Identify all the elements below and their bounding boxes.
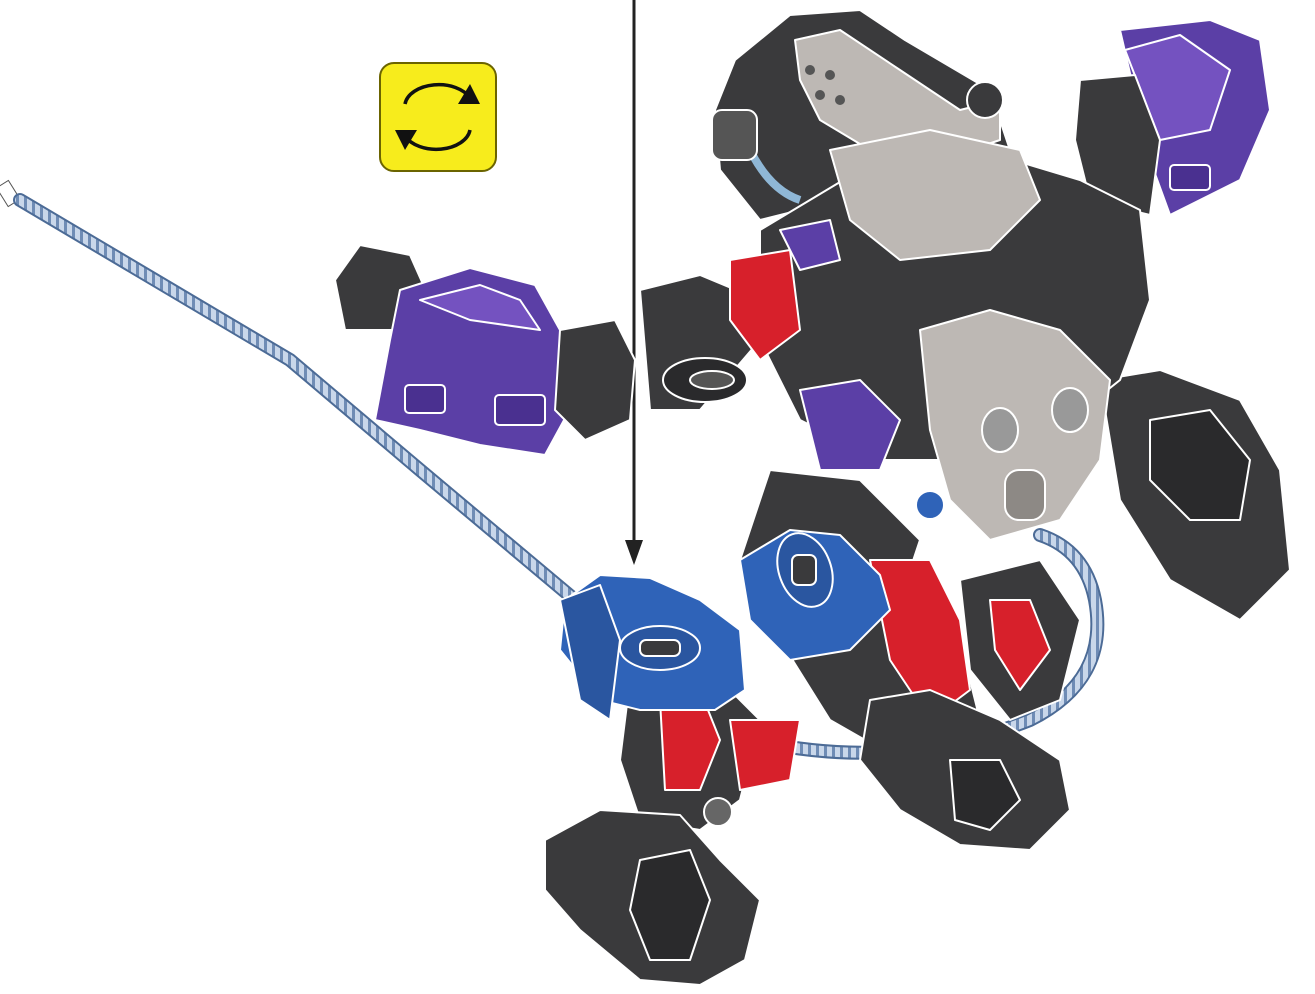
left-arm-purple-armor bbox=[335, 245, 760, 455]
rotate-model-icon bbox=[380, 63, 496, 171]
insert-arrow-icon bbox=[625, 0, 643, 565]
